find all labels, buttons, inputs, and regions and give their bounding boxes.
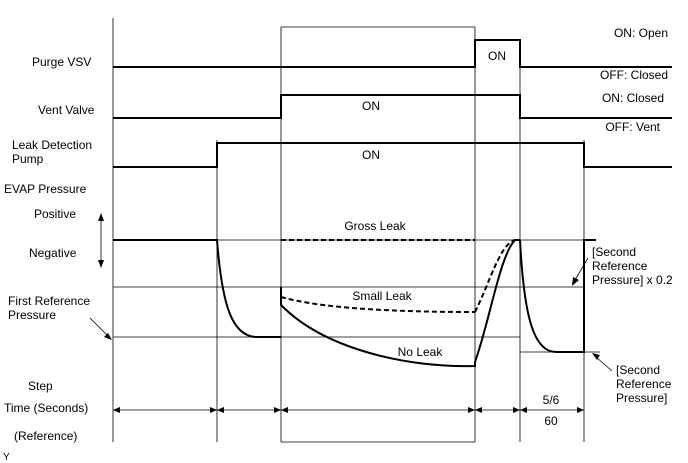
second-ref-x02-line1: [Second [592, 245, 636, 259]
vent-on-label: ON [362, 99, 380, 113]
evap-pressure-label: EVAP Pressure [4, 182, 87, 196]
pos-neg-arrow [98, 213, 104, 268]
vent-off-vent-label: OFF: Vent [605, 120, 660, 134]
gross-leak-label: Gross Leak [344, 219, 406, 233]
timing-step-value: 5/6 [543, 393, 560, 407]
first-reference-label-line1: First Reference [8, 294, 90, 308]
pump-signal [113, 142, 672, 168]
vent-valve-signal [113, 94, 672, 119]
gross-leak-rise-curve [474, 239, 516, 313]
second-reference-pointer [592, 353, 613, 372]
second-ref-line1: [Second [616, 363, 660, 377]
time-arrows [113, 407, 584, 413]
purge-on-open-label: ON: Open [614, 26, 668, 40]
second-ref-line3: Pressure] [616, 391, 667, 405]
no-leak-label: No Leak [398, 345, 444, 359]
purge-on-label: ON [488, 49, 506, 63]
purge-vsv-label: Purge VSV [32, 55, 91, 69]
first-reference-label-line2: Pressure [8, 308, 56, 322]
corner-mark: Y [3, 452, 10, 463]
step-label: Step [28, 379, 53, 393]
pressure-recovery-curve [519, 239, 596, 353]
reference-label: (Reference) [14, 429, 77, 443]
first-reference-pointer [89, 317, 112, 340]
time-seconds-label: Time (Seconds) [4, 401, 88, 415]
second-ref-x02-line3: Pressure] x 0.2 [592, 273, 673, 287]
pressure-base-curve [113, 239, 281, 338]
second-ref-line2: Reference [616, 377, 672, 391]
second-ref-x02-pointer [572, 257, 589, 286]
purge-off-closed-label: OFF: Closed [600, 68, 668, 82]
purge-vsv-signal [113, 39, 672, 68]
small-leak-curve [280, 296, 476, 313]
small-leak-label: Small Leak [352, 289, 412, 303]
vent-valve-label: Vent Valve [38, 103, 95, 117]
second-ref-x02-line2: Reference [592, 259, 648, 273]
negative-label: Negative [29, 246, 77, 260]
pump-on-label: ON [362, 148, 380, 162]
no-leak-curve [280, 239, 520, 368]
timing-seconds-value: 60 [544, 414, 558, 428]
pump-label-line1: Leak Detection [12, 138, 92, 152]
positive-label: Positive [34, 207, 76, 221]
vent-on-closed-label: ON: Closed [602, 91, 664, 105]
pump-label-line2: Pump [12, 152, 44, 166]
